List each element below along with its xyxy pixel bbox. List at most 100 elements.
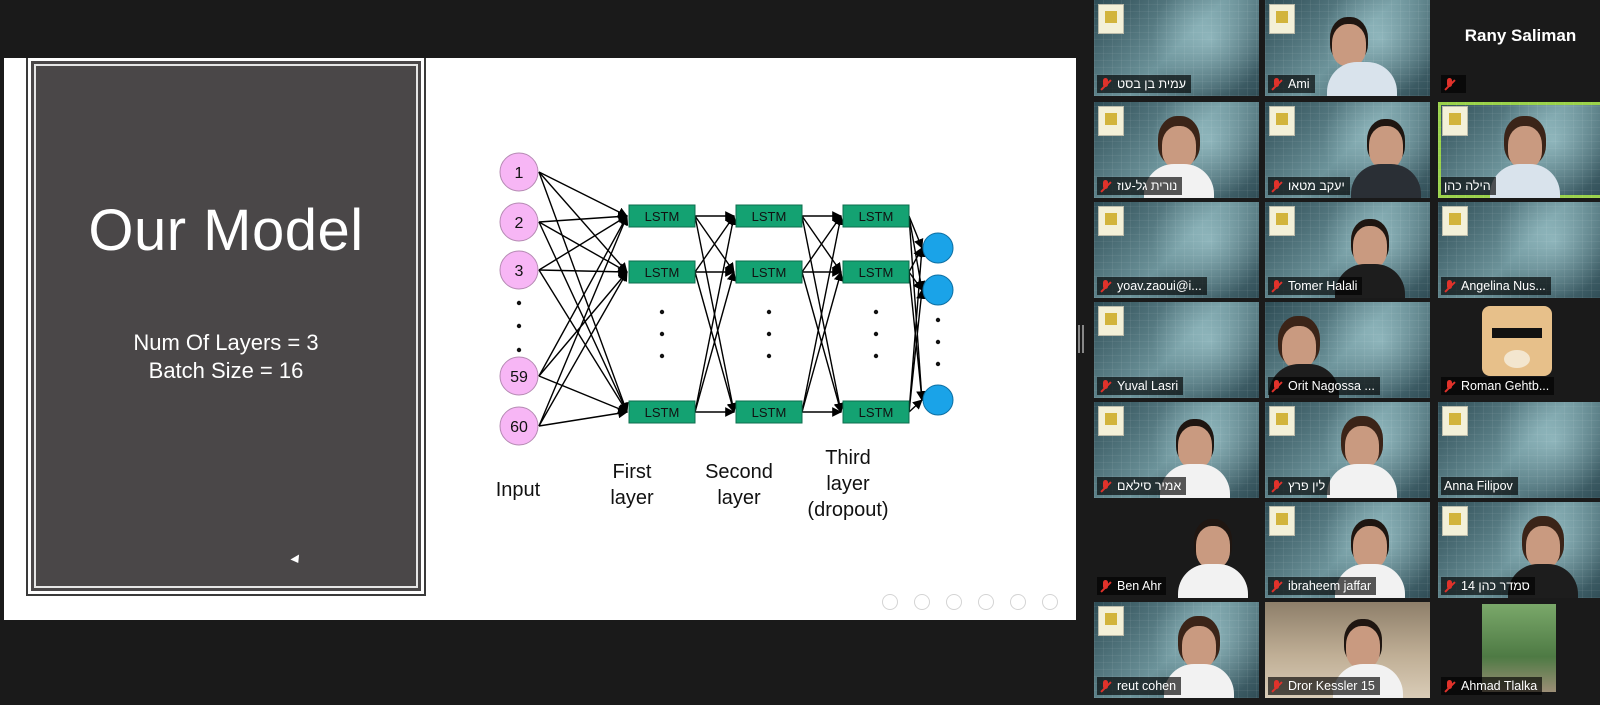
participant-name: Orit Nagossa ... <box>1288 379 1375 393</box>
participant-tile[interactable]: Dror Kessler 15 <box>1265 602 1430 698</box>
org-logo-icon <box>1442 406 1468 436</box>
ellipsis-dot <box>935 361 941 367</box>
participant-name: Roman Gehtb... <box>1461 379 1550 393</box>
lstm-cell <box>628 400 696 424</box>
participant-tile[interactable]: Rany Saliman <box>1438 0 1600 96</box>
settings-icon[interactable] <box>1010 594 1026 610</box>
participant-tile[interactable]: Roman Gehtb... <box>1438 302 1600 398</box>
participant-nameplate: yoav.zaoui@i... <box>1097 277 1207 295</box>
participant-display-name: Rany Saliman <box>1464 26 1577 45</box>
participant-tile[interactable]: עמית בן בסט <box>1094 0 1259 96</box>
participant-name: Tomer Halali <box>1288 279 1358 293</box>
ellipsis-dot <box>516 323 522 329</box>
participant-nameplate: יעקב מטאו <box>1268 177 1350 195</box>
input-node <box>499 152 539 192</box>
input-node-label: 2 <box>515 215 524 232</box>
org-logo-icon <box>1098 306 1124 336</box>
ellipsis-dot <box>935 317 941 323</box>
org-logo-icon <box>1098 206 1124 236</box>
org-logo-icon <box>1269 4 1295 34</box>
participant-name: yoav.zaoui@i... <box>1117 279 1202 293</box>
participant-tile[interactable]: סמדר כהן 14 <box>1438 502 1600 598</box>
diagram-edge <box>538 266 628 277</box>
diagram-edge <box>538 171 628 217</box>
input-node <box>499 356 539 396</box>
diagram-edge <box>908 247 927 413</box>
ellipsis-dot <box>873 331 879 337</box>
diagram-edge <box>538 269 628 413</box>
mic-muted-icon <box>1100 77 1112 91</box>
lstm-cell-label: LSTM <box>645 209 680 224</box>
profile-avatar-image <box>1482 306 1552 376</box>
participant-name: Dror Kessler 15 <box>1288 679 1375 693</box>
edit-icon[interactable] <box>978 594 994 610</box>
input-node-label: 1 <box>515 165 524 182</box>
participant-tile[interactable]: אמיר סילאם <box>1094 402 1259 498</box>
lstm-cell <box>735 400 803 424</box>
lstm-cell <box>842 204 910 228</box>
copy-icon[interactable] <box>946 594 962 610</box>
participant-name: ibraheem jaffar <box>1288 579 1372 593</box>
participant-name: Ben Ahr <box>1117 579 1162 593</box>
participant-name: הילה כהן <box>1444 179 1491 193</box>
expand-icon[interactable] <box>1042 594 1058 610</box>
input-node-label: 3 <box>515 263 524 280</box>
participant-tile[interactable]: נורית גל-עוז <box>1094 102 1259 198</box>
participant-tile[interactable]: ibraheem jaffar <box>1265 502 1430 598</box>
participant-nameplate: Angelina Nus... <box>1441 277 1551 295</box>
org-logo-icon <box>1269 206 1295 236</box>
ellipsis-dot <box>659 309 665 315</box>
layer-label: layer <box>717 487 761 509</box>
participant-tile[interactable]: Ahmad Tlalka <box>1438 602 1600 698</box>
zoom-out-icon[interactable] <box>882 594 898 610</box>
input-node-label: 59 <box>510 369 528 386</box>
participant-name: Ahmad Tlalka <box>1461 679 1538 693</box>
mic-muted-icon <box>1444 77 1456 91</box>
participant-tile[interactable]: Ami <box>1265 0 1430 96</box>
mic-muted-icon <box>1100 379 1112 393</box>
slide-toolbar <box>882 594 1058 610</box>
participant-tile[interactable]: reut cohen <box>1094 602 1259 698</box>
participant-name: Angelina Nus... <box>1461 279 1546 293</box>
org-logo-icon <box>1269 106 1295 136</box>
participant-name: Ami <box>1288 77 1310 91</box>
layer-label: layer <box>826 473 870 495</box>
slide-title-panel: Our Model Num Of Layers = 3 Batch Size =… <box>26 58 426 596</box>
participant-tile[interactable]: יעקב מטאו <box>1265 102 1430 198</box>
mic-muted-icon <box>1444 279 1456 293</box>
panel-splitter-handle[interactable] <box>1078 325 1084 353</box>
layer-label: (dropout) <box>807 499 888 521</box>
participant-tile[interactable]: Ben Ahr <box>1094 502 1259 598</box>
participant-name: לין פרץ <box>1288 479 1326 493</box>
participant-tile[interactable]: Angelina Nus... <box>1438 202 1600 298</box>
mic-muted-icon <box>1271 579 1283 593</box>
layer-label: First <box>613 461 652 483</box>
participant-tile[interactable]: Orit Nagossa ... <box>1265 302 1430 398</box>
participant-tile[interactable]: yoav.zaoui@i... <box>1094 202 1259 298</box>
org-logo-icon <box>1269 406 1295 436</box>
participant-tile[interactable]: לין פרץ <box>1265 402 1430 498</box>
zoom-in-icon[interactable] <box>914 594 930 610</box>
ellipsis-dot <box>516 347 522 353</box>
ellipsis-dot <box>659 353 665 359</box>
diagram-labels: InputFirstlayerSecondlayerThirdlayer(dro… <box>496 447 889 521</box>
participant-name: אמיר סילאם <box>1117 479 1182 493</box>
participant-nameplate: Orit Nagossa ... <box>1268 377 1380 395</box>
diagram-edge <box>908 215 927 401</box>
participant-nameplate: עמית בן בסט <box>1097 75 1192 93</box>
participant-tile[interactable]: Yuval Lasri <box>1094 302 1259 398</box>
org-logo-icon <box>1442 106 1468 136</box>
participant-nameplate: reut cohen <box>1097 677 1182 695</box>
diagram-edge <box>538 215 628 377</box>
ellipsis-dot <box>873 353 879 359</box>
participant-tile[interactable]: הילה כהן <box>1438 102 1600 198</box>
participant-nameplate: Dror Kessler 15 <box>1268 677 1380 695</box>
lstm-cell <box>628 204 696 228</box>
mic-muted-icon <box>1100 279 1112 293</box>
participant-tile[interactable]: Tomer Halali <box>1265 202 1430 298</box>
participant-nameplate: סמדר כהן 14 <box>1441 577 1535 595</box>
diagram-edge <box>801 271 844 413</box>
lstm-cell <box>735 260 803 284</box>
ellipsis-dot <box>935 339 941 345</box>
participant-tile[interactable]: Anna Filipov <box>1438 402 1600 498</box>
